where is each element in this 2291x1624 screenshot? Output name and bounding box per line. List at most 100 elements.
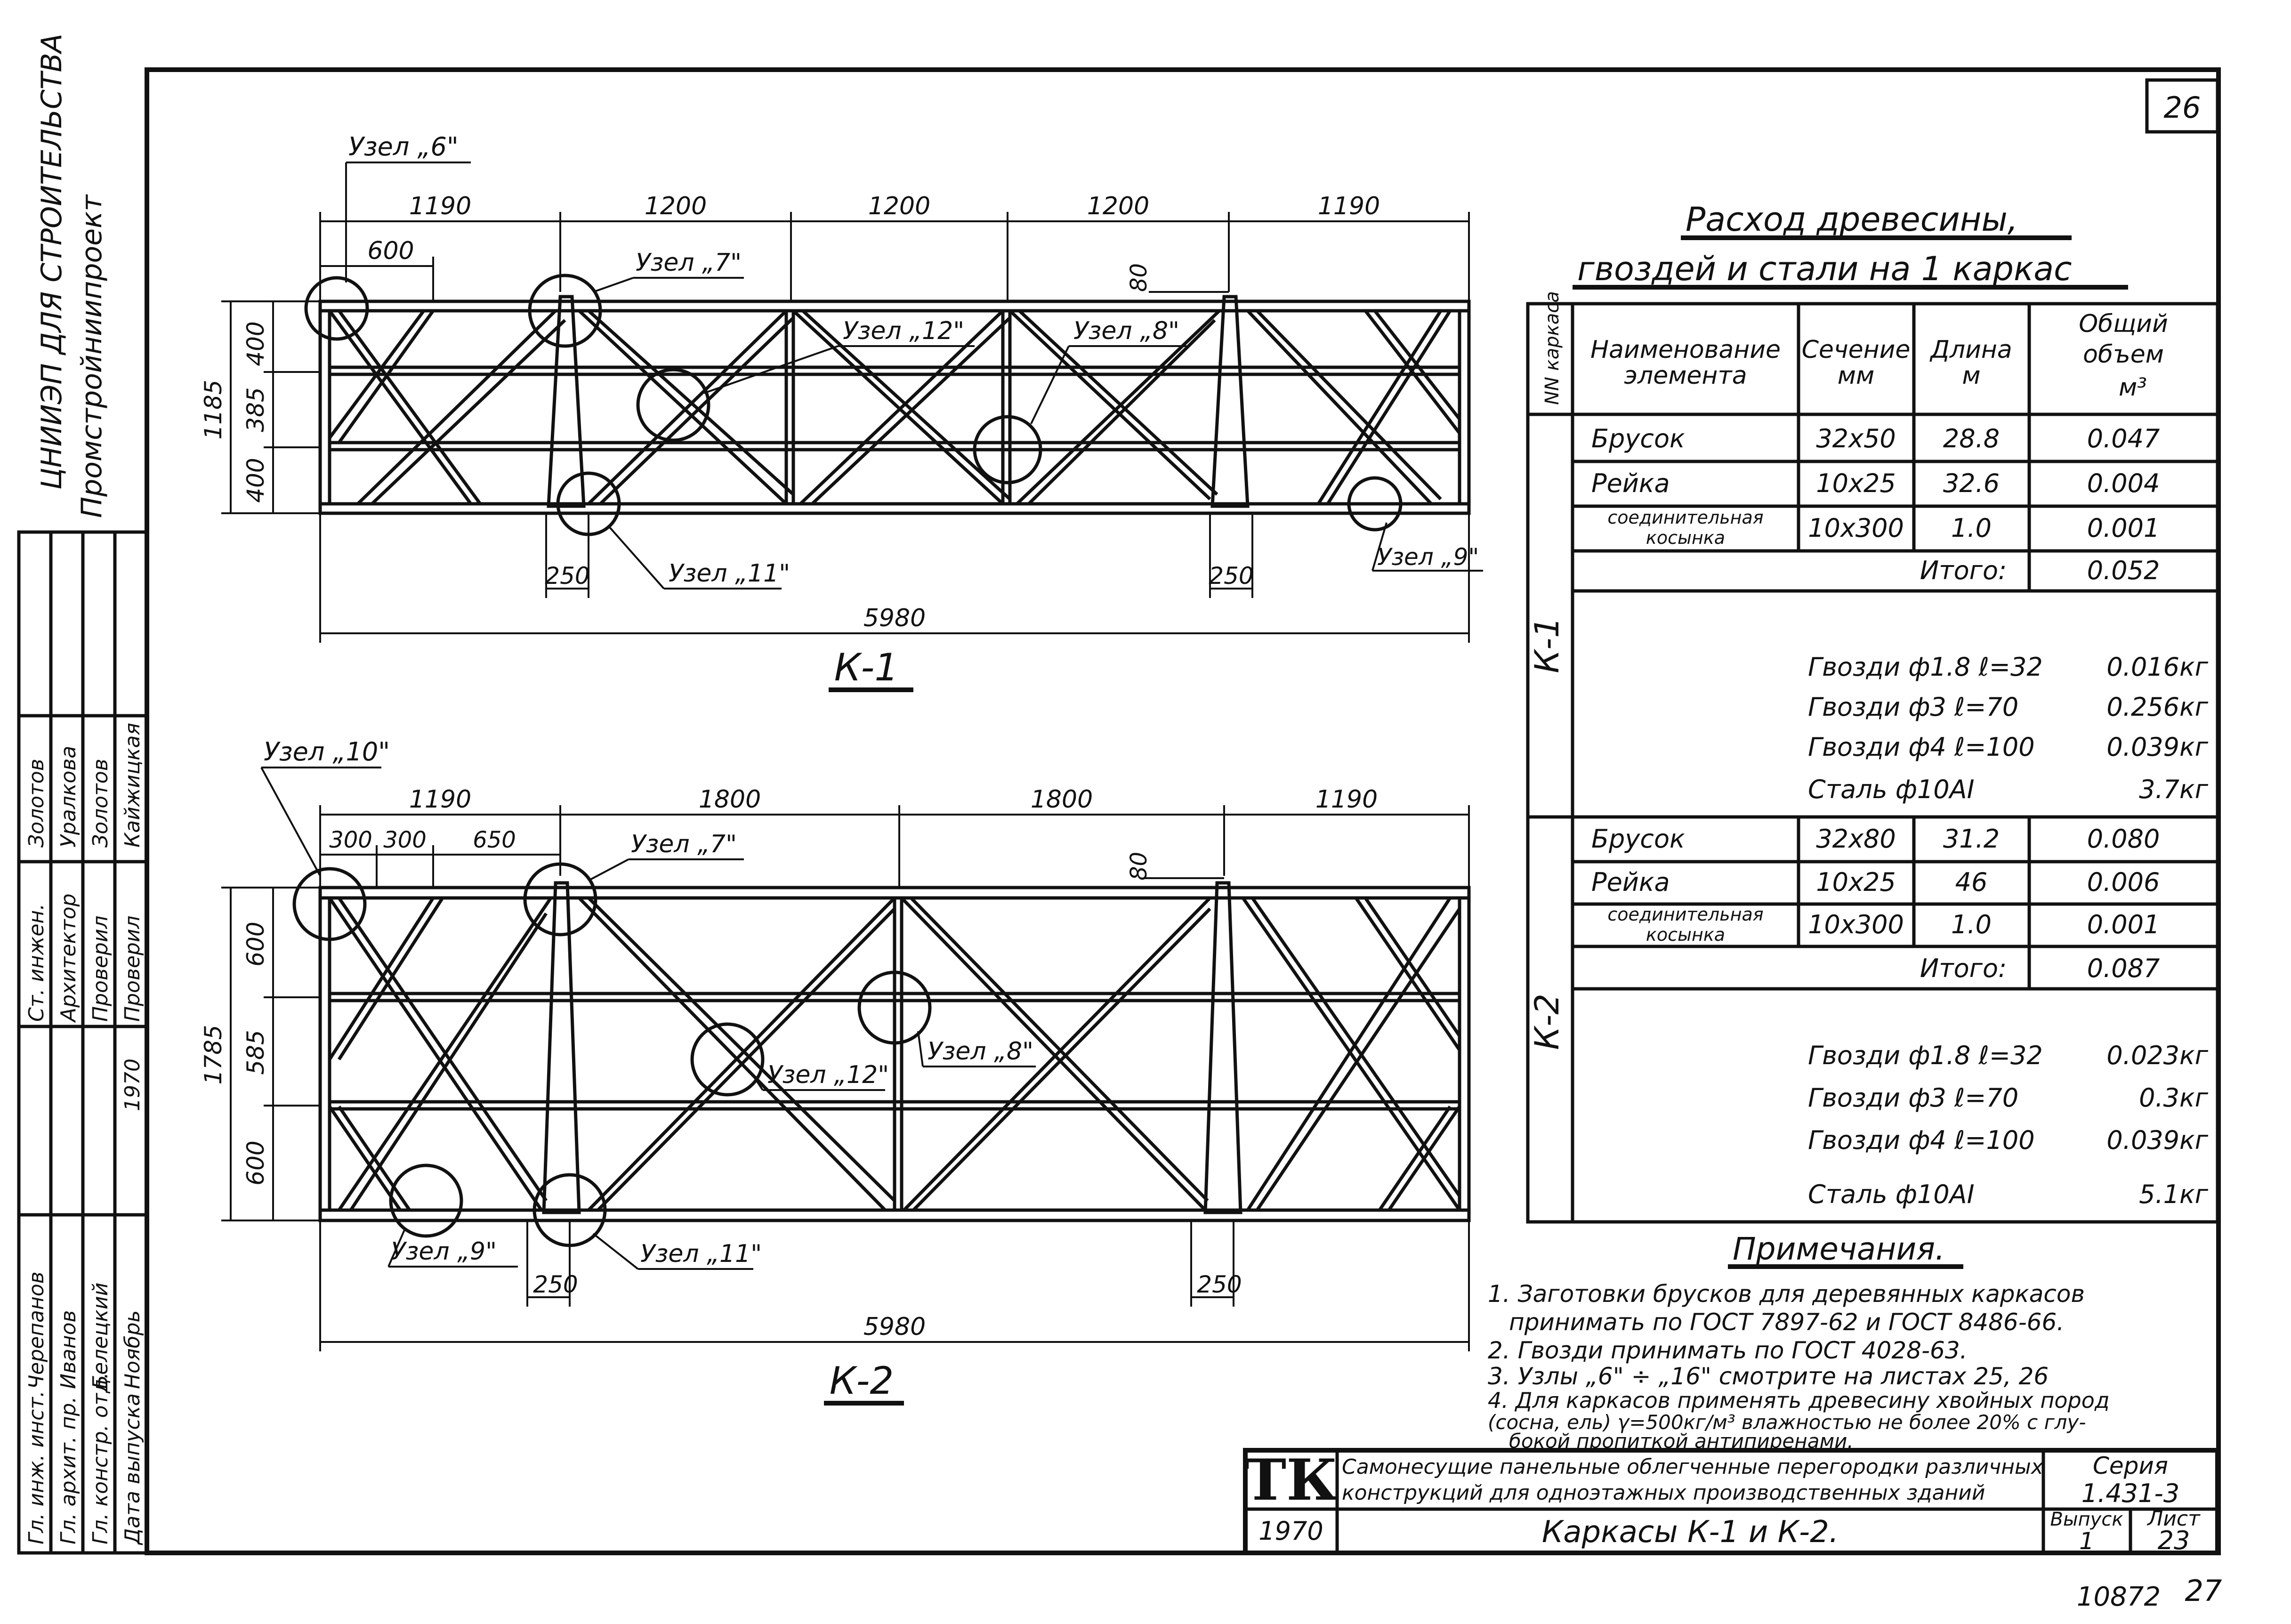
th-volume-a: Общий [2079, 310, 2168, 338]
th-volume-c: м³ [2119, 373, 2147, 402]
k2-row3-length: 1.0 [1951, 910, 1992, 939]
sig-name-7: Золотов [89, 759, 113, 848]
sig-role-3: Гл. констр. отд. [89, 1372, 113, 1544]
k2-node-9-circle [389, 1163, 463, 1238]
notes: Примечания. 1. Заготовки брусков для дер… [1488, 1231, 2110, 1453]
sig-name-8: Кайжицкая [121, 723, 145, 848]
frame-k2-drawing: 1190 1800 1800 1190 300 300 650 80 600 5… [200, 737, 1471, 1406]
k1-top-dim-1: 1190 [409, 192, 471, 220]
k2-row3-name-b: косынка [1646, 924, 1725, 945]
table-title-1: Расход древесины, [1686, 200, 2018, 239]
k2-row3-volume: 0.001 [2087, 910, 2160, 939]
k1-extra-3-value: 0.039кг [2106, 732, 2208, 762]
sig-role-1: Гл. инж. инст. [24, 1390, 48, 1544]
archive-number: 10872 [2077, 1582, 2161, 1612]
k1-post-dim: 80 [1126, 263, 1152, 292]
k1-total-dim: 5980 [863, 604, 926, 632]
tb-year: 1970 [1258, 1516, 1323, 1546]
sig-name-2: Иванов [56, 1310, 81, 1389]
k1-extra-1-text: Гвозди ф1.8 ℓ=32 [1808, 652, 2043, 682]
k2-top-dim-2: 1800 [699, 785, 761, 814]
k2-row2-name: Рейка [1591, 867, 1670, 897]
k1-node-6-label: Узел „6" [348, 132, 459, 162]
sig-role-7: Проверил [89, 915, 113, 1022]
note-line-3: 2. Гвозди принимать по ГОСТ 4028-63. [1488, 1337, 1968, 1364]
k2-row1-section: 32х80 [1816, 824, 1896, 854]
note-line-2: принимать по ГОСТ 7897-62 и ГОСТ 8486-66… [1509, 1309, 2064, 1336]
sig-year: 1970 [121, 1058, 145, 1111]
sheet-number: 26 [2164, 90, 2201, 125]
k2-node-9-label: Узел „9" [391, 1237, 497, 1266]
k2-extra-1-value: 0.023кг [2106, 1041, 2208, 1070]
k1-row3-section: 10х300 [1808, 513, 1904, 543]
k1-extra-4-text: Сталь ф10АI [1808, 775, 1975, 804]
k2-total-dim: 5980 [863, 1313, 926, 1341]
k2-row1-name: Брусок [1591, 824, 1685, 854]
k1-title: К-1 [834, 646, 899, 689]
k2-extra-2-value: 0.3кг [2139, 1083, 2208, 1113]
k1-bottom-dim-2: 250 [1209, 562, 1253, 590]
k2-extra-1-text: Гвозди ф1.8 ℓ=32 [1808, 1041, 2043, 1070]
sig-name-6: Уралкова [56, 746, 81, 848]
tb-drawing-title: Каркасы К-1 и К-2. [1542, 1515, 1839, 1550]
k1-extra-2-value: 0.256кг [2106, 692, 2208, 722]
k2-sub-dim-2: 300 [383, 827, 427, 853]
k1-node-11-label: Узел „11" [669, 559, 790, 588]
k2-top-dim-3: 1800 [1031, 785, 1093, 814]
k1-node-12-label: Узел „12" [843, 317, 964, 345]
k1-extra-3-text: Гвозди ф4 ℓ=100 [1808, 732, 2035, 762]
k2-left-dim-2: 585 [242, 1030, 269, 1075]
k1-total-value: 0.052 [2087, 556, 2160, 585]
k1-row2-length: 32.6 [1943, 469, 2000, 498]
org-stamp: ЦНИИЭП ДЛЯ СТРОИТЕЛЬСТВА Промстройниипро… [35, 33, 108, 518]
k1-node-7-label: Узел „7" [636, 249, 742, 277]
k1-left-dim-2: 385 [242, 387, 269, 432]
tb-desc-2: конструкций для одноэтажных производстве… [1342, 1481, 1985, 1505]
k1-row2-section: 10х25 [1816, 469, 1896, 498]
k1-left-dim-3: 400 [242, 458, 269, 502]
k2-row2-length: 46 [1955, 867, 1988, 897]
k2-node-10-label: Узел „10" [264, 737, 390, 767]
k2-sub-dim-1: 300 [329, 827, 372, 853]
tb-desc-1: Самонесущие панельные облегченные перего… [1342, 1455, 2044, 1479]
k1-node-7-circle [528, 274, 602, 348]
sig-role-2: Гл. архит. пр. [56, 1397, 81, 1544]
k2-node-12-circle [690, 1022, 765, 1097]
k2-total-value: 0.087 [2087, 953, 2160, 983]
sig-role-8: Проверил [121, 915, 145, 1022]
th-length-b: м [1962, 362, 1980, 390]
k1-node-12-circle [636, 368, 710, 442]
k2-bottom-dim-1: 250 [533, 1271, 578, 1298]
tb-issue-label: Выпуск [2050, 1509, 2123, 1530]
k2-extra-2-text: Гвозди ф3 ℓ=70 [1808, 1083, 2018, 1113]
k1-height-total: 1185 [200, 380, 227, 439]
k1-node-8-circle [973, 415, 1042, 485]
k1-row1-name: Брусок [1591, 424, 1685, 453]
title-block: ТК Самонесущие панельные облегченные пер… [1243, 1447, 2220, 1555]
tb-sheet-label: Лист [2146, 1507, 2201, 1531]
material-table: Расход древесины, гвоздей и стали на 1 к… [1526, 200, 2219, 1224]
k1-row3-name-b: косынка [1646, 527, 1725, 548]
k2-top-dim-1: 1190 [409, 785, 471, 814]
notes-title: Примечания. [1733, 1231, 1945, 1267]
th-name-b: элемента [1624, 362, 1747, 390]
th-length-a: Длина [1929, 336, 2012, 364]
k2-height-total: 1785 [200, 1025, 227, 1084]
k1-extra-1-value: 0.016кг [2106, 652, 2208, 682]
k1-row2-volume: 0.004 [2087, 469, 2160, 498]
k2-row3-section: 10х300 [1808, 910, 1904, 939]
k2-bottom-dim-2: 250 [1197, 1271, 1242, 1298]
k1-row3-name-a: соединительная [1607, 507, 1763, 528]
k2-left-dim-3: 600 [242, 1140, 269, 1185]
k2-extra-4-value: 5.1кг [2139, 1180, 2208, 1209]
sheet-number-box [2145, 78, 2219, 134]
k2-row3-name-a: соединительная [1607, 904, 1763, 925]
k1-extra-4-value: 3.7кг [2139, 775, 2208, 804]
k2-node-11-label: Узел „11" [640, 1240, 762, 1268]
tb-series-label: Серия [2093, 1452, 2168, 1479]
k2-extra-3-value: 0.039кг [2106, 1125, 2208, 1155]
th-volume-b: объем [2083, 340, 2164, 369]
k1-node-9-label: Узел „9" [1377, 543, 1479, 571]
k2-extra-3-text: Гвозди ф4 ℓ=100 [1808, 1125, 2035, 1155]
k1-row3-length: 1.0 [1951, 513, 1992, 543]
